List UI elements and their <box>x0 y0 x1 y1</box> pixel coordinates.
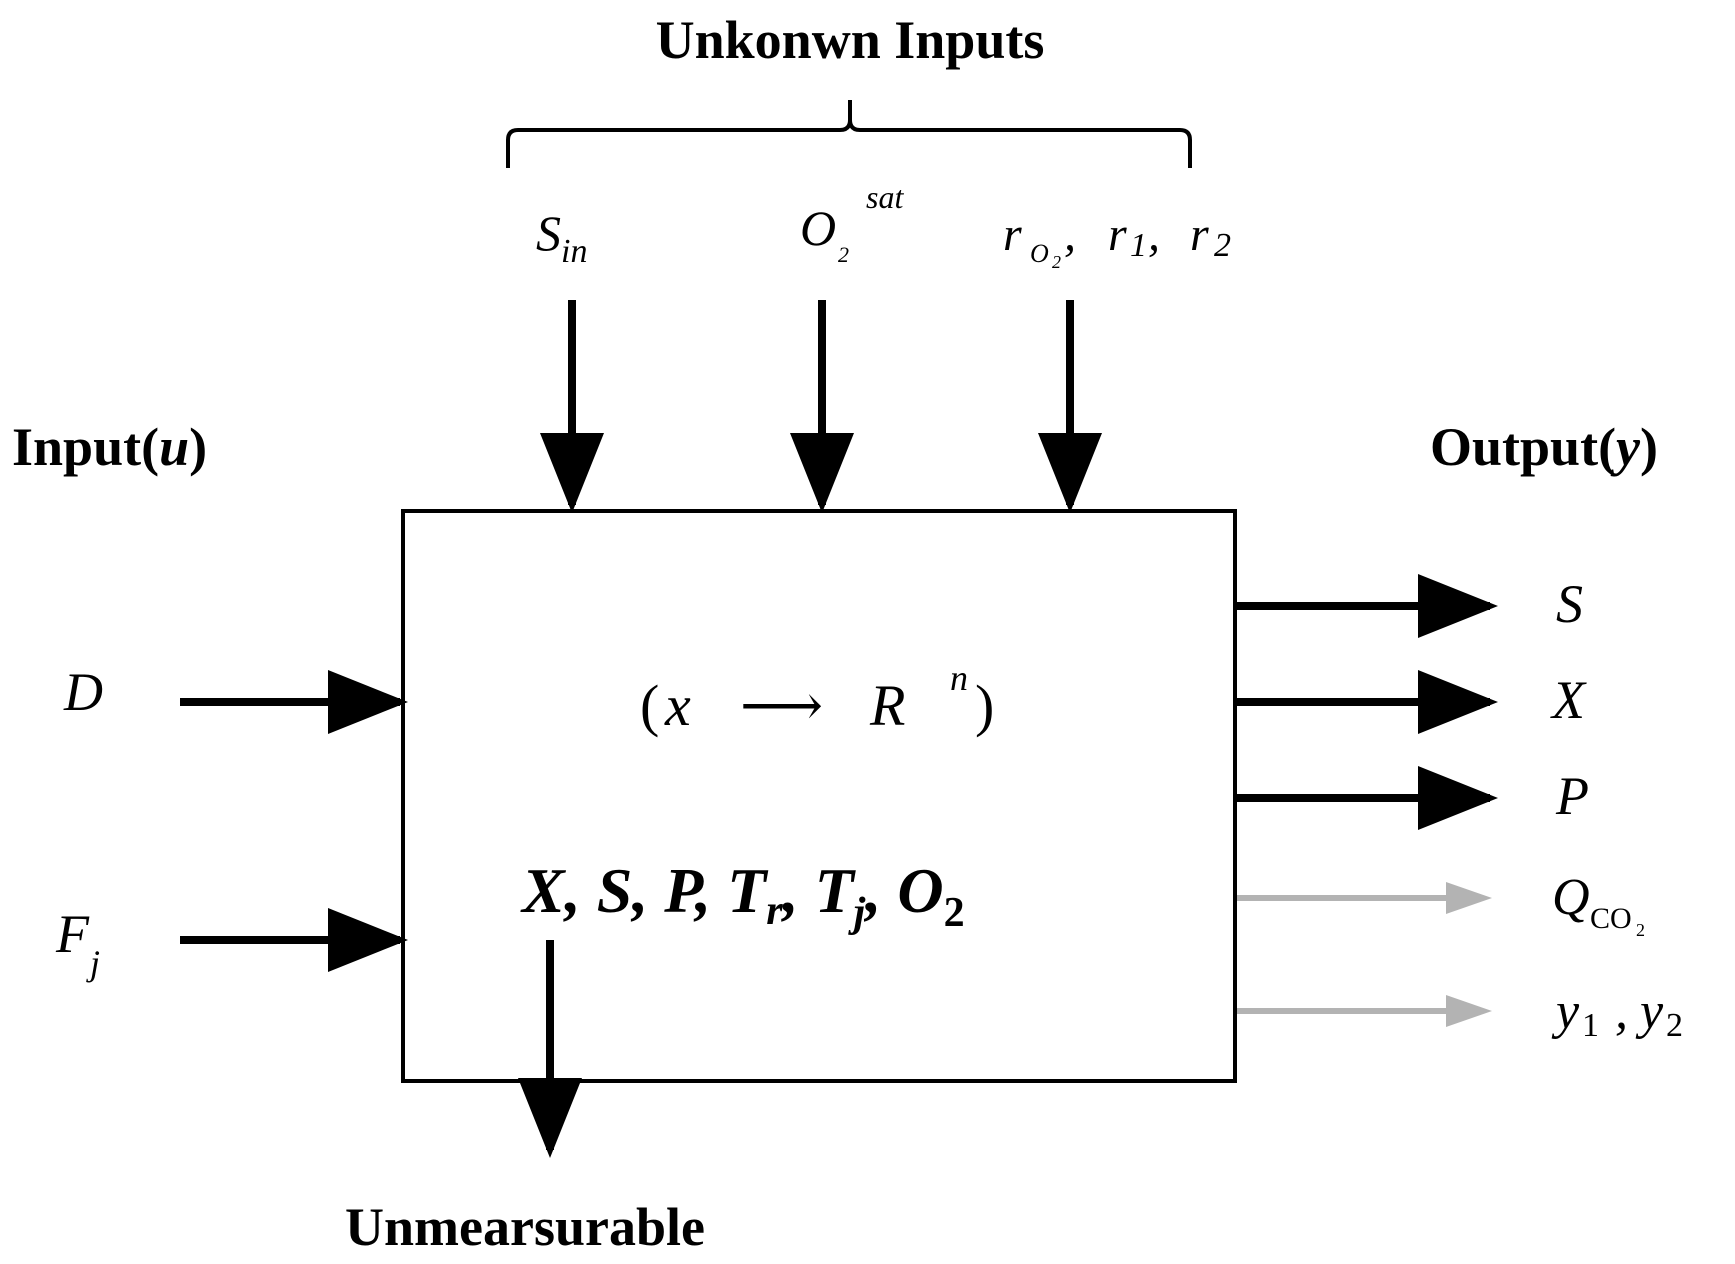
output-s-label: S <box>1556 574 1583 634</box>
unmeasurable-label: Unmearsurable <box>345 1197 705 1257</box>
output-y-label: y1 , y2 <box>1551 983 1683 1044</box>
system-block <box>401 509 1237 1083</box>
input-d-label: D <box>63 662 103 722</box>
label-o2-sat: O2sat <box>800 179 904 267</box>
arrowhead-output-y <box>1446 995 1492 1027</box>
input-heading: Input(u) <box>12 417 207 477</box>
output-heading: Output(y) <box>1430 417 1658 477</box>
state-variables: X, S, P, Tr, Tj, O2 <box>520 855 965 936</box>
unknown-inputs-title: Unkonwn Inputs <box>656 10 1045 70</box>
arrowhead-output-qco2 <box>1446 882 1492 914</box>
label-s-in: Sin <box>536 205 587 270</box>
unknown-inputs-brace <box>506 100 1192 168</box>
output-x-label: X <box>1550 670 1587 730</box>
output-p-label: P <box>1555 766 1589 826</box>
input-fj-label: Fj <box>55 904 100 983</box>
